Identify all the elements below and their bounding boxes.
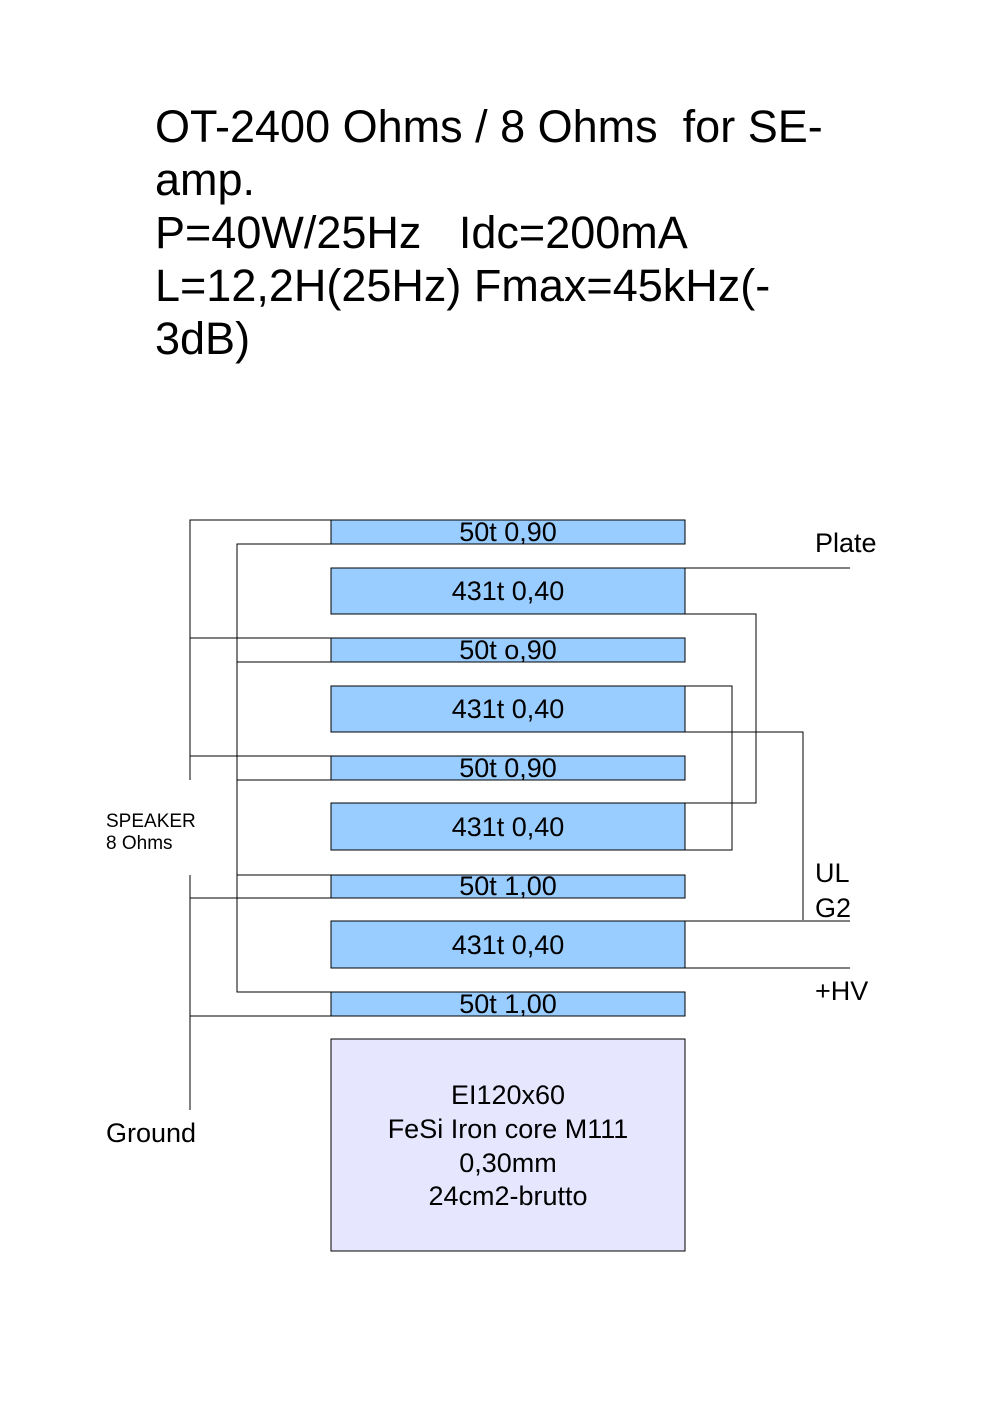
wire-primary-b [685, 685, 733, 851]
plate-label: Plate [815, 528, 877, 558]
winding-3 [330, 637, 686, 663]
hv-label: +HV [815, 976, 868, 1006]
title-line: amp. [155, 154, 256, 205]
winding-label: 431t 0,40 [452, 930, 565, 960]
winding-6 [330, 802, 686, 851]
winding-label: 50t 0,90 [459, 517, 557, 547]
winding-label: 50t 1,00 [459, 989, 557, 1019]
winding-2 [330, 567, 686, 615]
iron-core: EI120x60 FeSi Iron core M111 0,30mm 24cm… [330, 1038, 686, 1252]
title-line: P=40W/25Hz Idc=200mA [155, 207, 688, 258]
core-box [330, 1038, 686, 1252]
windings: 50t 0,90 431t 0,40 50t o,90 431t 0,40 50… [330, 517, 686, 1019]
winding-8 [330, 920, 686, 969]
ul-label: UL [815, 858, 850, 888]
core-label: 0,30mm [459, 1148, 557, 1178]
wiring [189, 519, 850, 1110]
title-line: 3dB) [155, 313, 251, 364]
title-line: L=12,2H(25Hz) Fmax=45kHz(- [155, 260, 771, 311]
winding-label: 431t 0,40 [452, 812, 565, 842]
winding-9 [330, 991, 686, 1017]
wire-secondary-2 [236, 543, 331, 993]
winding-label: 431t 0,40 [452, 576, 565, 606]
winding-label: 431t 0,40 [452, 694, 565, 724]
winding-5 [330, 755, 686, 781]
winding-label: 50t 1,00 [459, 871, 557, 901]
g2-label: G2 [815, 893, 851, 923]
winding-7 [330, 874, 686, 899]
wire-primary-c [685, 731, 804, 920]
wire-secondary-1 [189, 519, 331, 780]
wire-primary-a [685, 613, 757, 804]
winding-label: 50t 0,90 [459, 753, 557, 783]
speaker-impedance-label: 8 Ohms [106, 833, 173, 854]
core-label: 24cm2-brutto [428, 1181, 587, 1211]
terminal-labels: Plate UL G2 +HV Ground SPEAKER 8 Ohms [106, 528, 877, 1148]
ground-label: Ground [106, 1118, 196, 1148]
speaker-label: SPEAKER [106, 811, 196, 832]
winding-4 [330, 685, 686, 733]
core-label: FeSi Iron core M111 [388, 1114, 629, 1144]
title-line: OT-2400 Ohms / 8 Ohms for SE- [155, 101, 823, 152]
winding-1 [330, 519, 686, 545]
title-block: OT-2400 Ohms / 8 Ohms for SE- amp. P=40W… [155, 100, 875, 365]
winding-label: 50t o,90 [459, 635, 557, 665]
core-label: EI120x60 [451, 1080, 565, 1110]
